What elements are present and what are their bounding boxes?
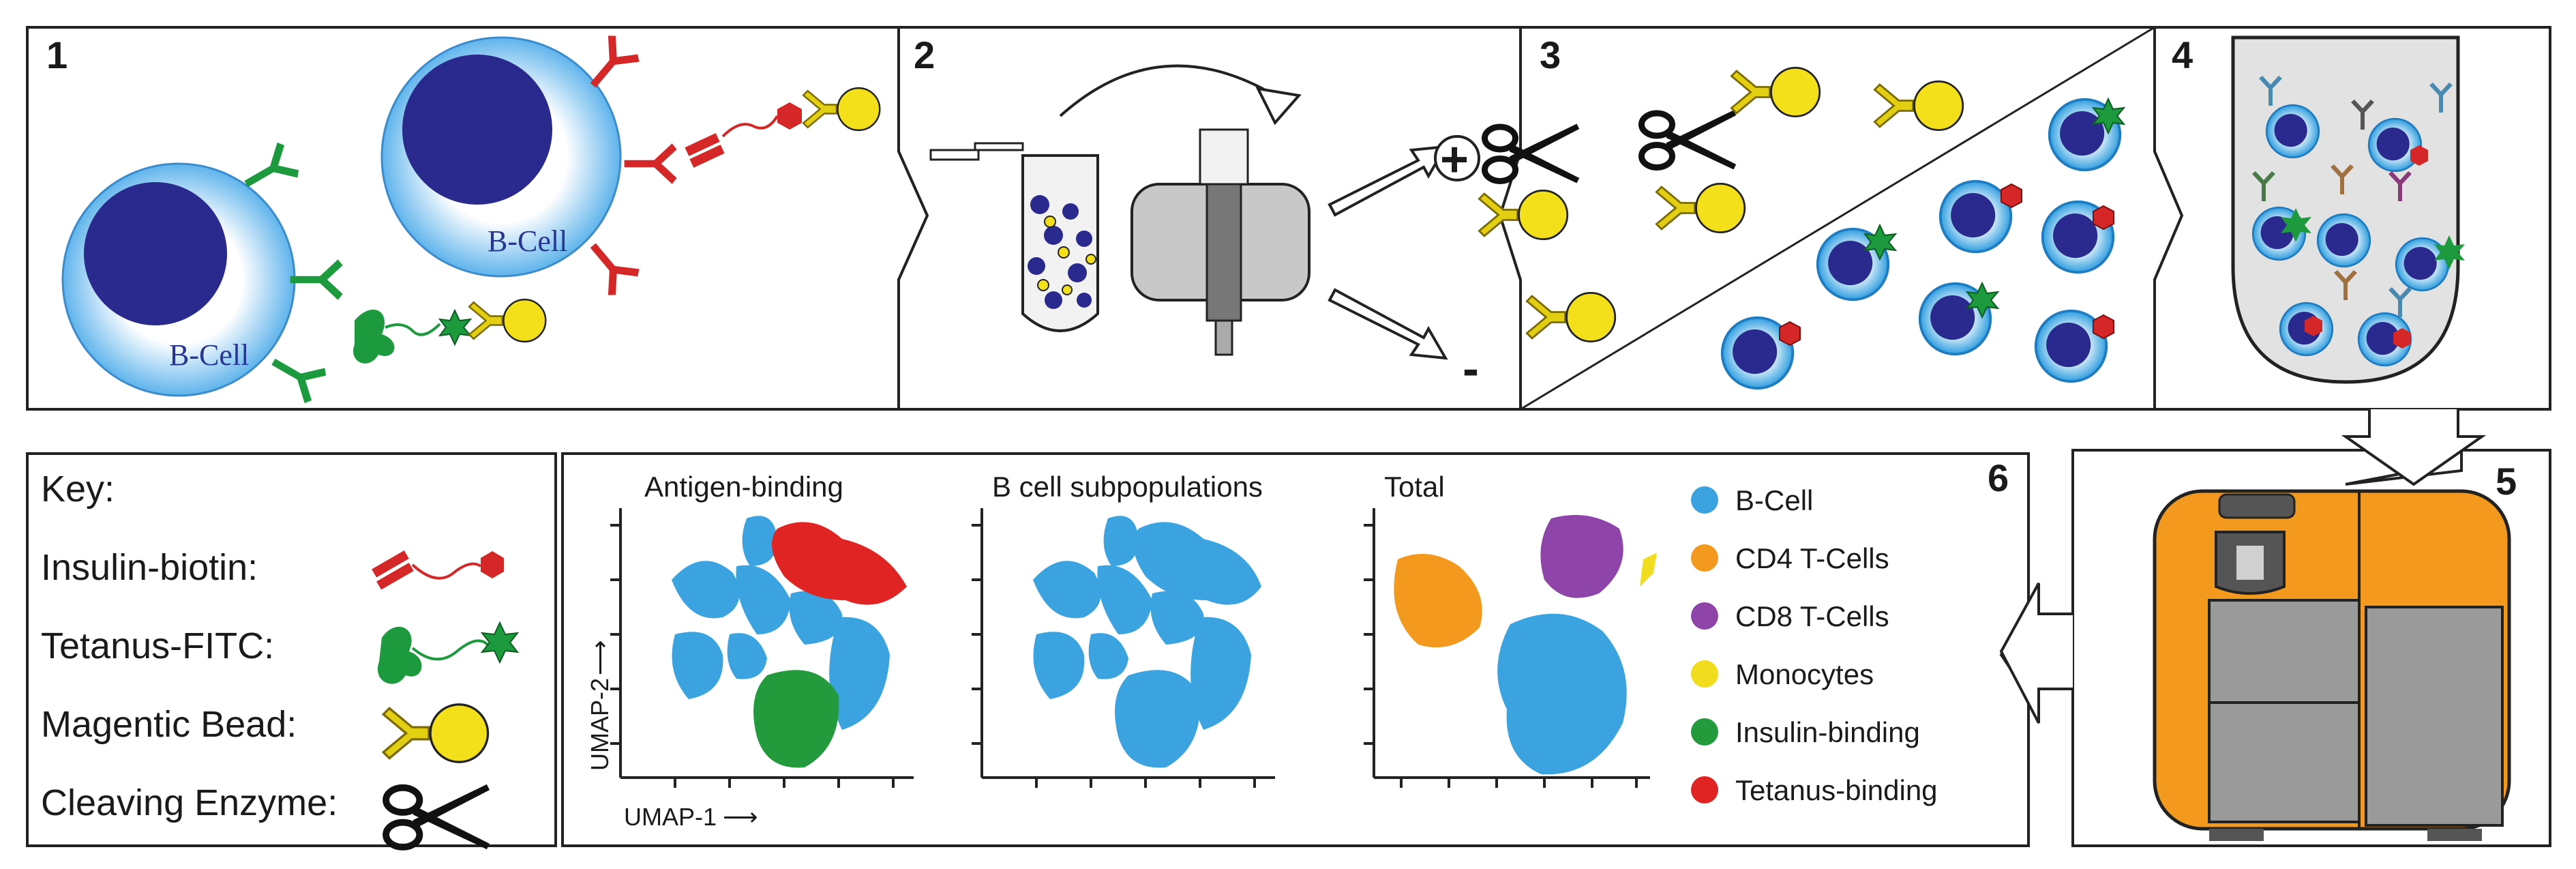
- panel-4-number: 4: [2172, 33, 2193, 76]
- plot-total-cd4-cluster: [1394, 554, 1482, 648]
- plot-antigen-insulin-cluster: [753, 670, 839, 768]
- magnet: [1130, 128, 1311, 356]
- legend-swatch-bcell: [1691, 486, 1718, 514]
- plot-antigen-tetanus-cluster: [772, 522, 907, 605]
- panel-3-number: 3: [1540, 33, 1561, 76]
- key-title: Key:: [41, 469, 115, 510]
- plot-antigen-axes: [610, 508, 914, 788]
- legend-label-cd4: CD4 T-Cells: [1735, 542, 1889, 574]
- plot-total-title: Total: [1384, 471, 1445, 503]
- legend-label-tetanus: Tetanus-binding: [1735, 774, 1938, 806]
- panel-6-number: 6: [1988, 456, 2009, 499]
- b-cell-right: B-Cell: [380, 36, 622, 278]
- legend-swatch-insulin: [1691, 718, 1718, 746]
- plot-antigen-title: Antigen-binding: [644, 471, 843, 503]
- plot-total-cd8-cluster: [1540, 515, 1623, 598]
- panel-1: 1 B-Cell B-Cell: [26, 26, 929, 411]
- legend-label-bcell: B-Cell: [1735, 484, 1813, 516]
- tube: [929, 142, 1099, 332]
- plot-antigen-xlabel: UMAP-1: [624, 803, 717, 831]
- key-label-insulin: Insulin-biotin:: [41, 547, 258, 588]
- plus-sign: +: [1440, 132, 1469, 187]
- plot-antigen-bcell-clusters: [672, 516, 890, 730]
- legend-swatch-cd4: [1691, 544, 1718, 572]
- panel-5-number: 5: [2496, 460, 2517, 503]
- xlabel-arrow: ⟶: [723, 803, 758, 831]
- panel-6: 6 Antigen-binding UMAP-2 ⟶ UMAP-1 ⟶ B ce…: [561, 452, 2074, 847]
- legend-swatch-monocytes: [1691, 660, 1718, 688]
- step-arrow-4-5: [2341, 409, 2487, 486]
- panel-4: 4: [2153, 26, 2551, 411]
- panel-1-number: 1: [46, 33, 68, 76]
- key-label-enzyme: Cleaving Enzyme:: [41, 782, 338, 823]
- b-cell-right-label: B-Cell: [488, 224, 567, 258]
- transfer-arrow: [1059, 64, 1276, 117]
- legend-label-cd8: CD8 T-Cells: [1735, 600, 1889, 632]
- plot-subpop-clusters: [1033, 516, 1261, 768]
- key-label-tetanus: Tetanus-FITC:: [41, 625, 274, 666]
- split-arrows: [1328, 145, 1448, 360]
- plot-subpop-title: B cell subpopulations: [992, 471, 1263, 503]
- panel-2-number: 2: [914, 33, 935, 76]
- legend-label-insulin: Insulin-binding: [1735, 716, 1920, 748]
- step-arrow-5-6: [1999, 576, 2074, 726]
- legend-label-monocytes: Monocytes: [1735, 658, 1874, 690]
- key-panel: Key: Insulin-biotin: Tetanus-FITC: Magen…: [26, 452, 557, 849]
- plot-subpop-axes: [972, 508, 1275, 788]
- plot-total-monocyte-cluster: [1640, 553, 1657, 587]
- ylabel-arrow: ⟶: [586, 640, 614, 675]
- insulin-biotin-molecule: [685, 102, 802, 168]
- insulin-biotin-icon: [372, 550, 504, 590]
- panel-2: 2: [897, 26, 1522, 411]
- cell-sorter: [2153, 489, 2511, 841]
- minus-sign: -: [1463, 342, 1479, 396]
- tetanus-fitc-molecule: [353, 308, 473, 364]
- legend: B-Cell CD4 T-Cells CD8 T-Cells Monocytes…: [1691, 484, 1938, 806]
- b-cell-left-label: B-Cell: [169, 338, 249, 372]
- plot-total-bcell-cluster: [1497, 613, 1627, 775]
- legend-swatch-tetanus: [1691, 776, 1718, 804]
- key-label-bead: Magentic Bead:: [41, 704, 297, 745]
- b-cell-left: B-Cell: [61, 162, 296, 397]
- plot-total-axes: [1364, 508, 1650, 788]
- tetanus-fitc-icon: [377, 621, 520, 684]
- plot-antigen-ylabel: UMAP-2: [586, 678, 614, 771]
- legend-swatch-cd8: [1691, 602, 1718, 630]
- panel-5: 5: [2071, 409, 2551, 847]
- panel-3: 3 + -: [1434, 26, 2184, 411]
